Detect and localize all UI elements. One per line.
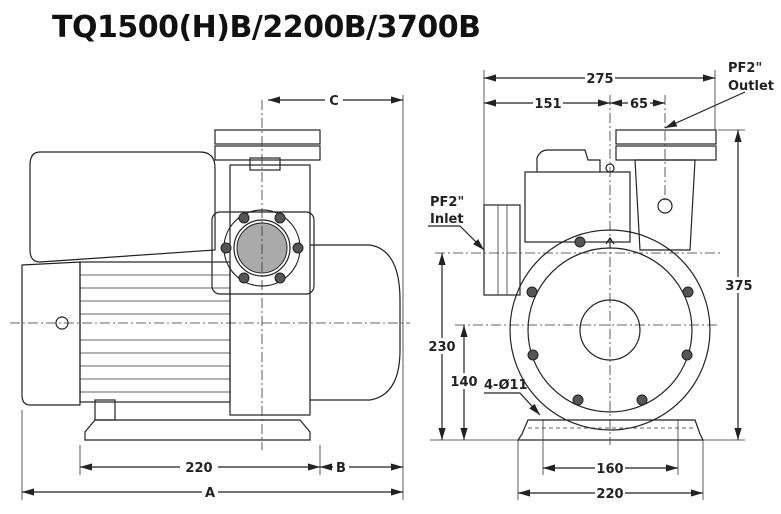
bolt-icon [572, 394, 584, 406]
side-extension-lines [21, 95, 404, 500]
inlet-flange-plate [211, 211, 315, 295]
dim-160: 160 [596, 462, 623, 477]
drain-plug-icon [657, 198, 673, 214]
pump-bell [310, 244, 401, 401]
bolt-icon [526, 286, 538, 298]
dim-65: 65 [630, 97, 648, 112]
dim-a: A [205, 486, 215, 501]
bolt-icon [238, 272, 250, 284]
bolt-icon [527, 349, 539, 361]
dim-220-front: 220 [596, 487, 623, 502]
bolt-icon [274, 212, 286, 224]
outlet-leader [664, 91, 746, 129]
bolt-icon [292, 242, 304, 254]
outlet-flange [214, 129, 321, 145]
terminal-box [29, 151, 216, 263]
dim-c: C [329, 94, 339, 109]
bolt-icon [682, 286, 694, 298]
dim-230: 230 [428, 340, 455, 355]
motor-foot [94, 399, 116, 421]
motor-body [79, 261, 231, 403]
terminal-box-front [524, 171, 631, 243]
inlet-size: PF2" [430, 195, 464, 210]
pump-casing [229, 164, 311, 416]
inlet-flange-side [483, 204, 521, 296]
dim-151: 151 [534, 97, 561, 112]
dim-275: 275 [586, 72, 613, 87]
outlet-flange-front-lower [615, 145, 717, 161]
motor-face-bolts [526, 236, 694, 406]
dim-140: 140 [450, 375, 477, 390]
outlet-flange-lower [214, 145, 321, 161]
drawing-title: TQ1500(H)B/2200B/3700B [52, 10, 481, 45]
bolt-icon [636, 394, 648, 406]
dim-b: B [336, 461, 346, 476]
inlet-leader [428, 225, 485, 251]
side-view: C 220 B A [10, 92, 410, 501]
motor-cooling-fins [80, 274, 230, 393]
base [84, 419, 311, 441]
holes-label: 4-Ø11 [484, 378, 528, 393]
outlet-size: PF2" [728, 61, 762, 76]
bolt-icon [274, 272, 286, 284]
motor-end-cap [21, 261, 81, 406]
outlet-riser [634, 159, 696, 251]
dim-375: 375 [725, 279, 752, 294]
outlet-flange-front [615, 129, 717, 145]
inlet-label: Inlet [430, 212, 464, 227]
outlet-label: Outlet [728, 79, 774, 94]
outlet-neck [249, 157, 281, 171]
dim-220-side: 220 [185, 461, 212, 476]
inlet-flange-bolts [220, 212, 304, 284]
holes-leader [484, 392, 541, 416]
bolt-icon [220, 242, 232, 254]
front-extension-lines [430, 70, 745, 500]
bolt-icon [574, 236, 586, 248]
terminal-box-cover [536, 149, 601, 172]
front-view: 275 151 65 375 230 140 4-Ø11 160 220 PF2… [428, 61, 774, 502]
bolt-icon [681, 349, 693, 361]
bolt-icon [238, 212, 250, 224]
